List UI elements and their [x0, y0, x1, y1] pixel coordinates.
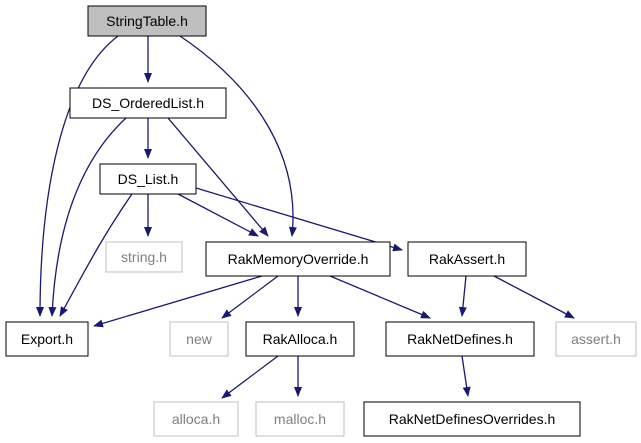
- node-label: DS_List.h: [118, 171, 179, 187]
- node-box: [87, 5, 207, 37]
- node-label: RakAssert.h: [429, 251, 505, 267]
- edge-rakassert-to-assert_h: [493, 275, 575, 319]
- node-box: [69, 87, 227, 119]
- node-box: [205, 241, 391, 277]
- node-label: RakNetDefines.h: [407, 331, 513, 347]
- node-box: [169, 321, 229, 357]
- edge-ds_list-to-rakassert: [195, 187, 403, 252]
- node-label: alloca.h: [172, 411, 220, 427]
- edge-ds_list-to-export: [59, 193, 133, 317]
- node-box: [407, 241, 527, 277]
- edge-raknetdefines-to-raknetdefinesoverrides: [461, 355, 471, 397]
- edge-rakmemoryoverride-to-new: [221, 275, 279, 319]
- nodes-layer: StringTable.hDS_OrderedList.hDS_List.hst…: [5, 5, 637, 437]
- edge-rakalloca-to-alloca_h: [221, 355, 279, 399]
- edge-stringtable-to-export: [36, 35, 119, 317]
- edge-ds_list-to-rakmemoryoverride: [177, 193, 259, 237]
- node-export[interactable]: Export.h: [5, 321, 89, 357]
- node-rakalloca[interactable]: RakAlloca.h: [245, 321, 355, 357]
- node-label: malloc.h: [274, 411, 326, 427]
- node-string-h: string.h: [105, 241, 183, 273]
- edge-rakmemoryoverride-to-raknetdefines: [329, 275, 431, 319]
- node-label: RakNetDefinesOverrides.h: [389, 411, 556, 427]
- node-assert-h: assert.h: [555, 321, 637, 357]
- node-ds-orderedlist[interactable]: DS_OrderedList.h: [69, 87, 227, 119]
- node-label: RakAlloca.h: [263, 331, 338, 347]
- node-box: [105, 241, 183, 273]
- edge-ds_orderedlist-to-export: [48, 117, 127, 317]
- node-alloca-h: alloca.h: [153, 401, 239, 437]
- node-label: RakMemoryOverride.h: [228, 251, 369, 267]
- node-box: [255, 401, 345, 437]
- edge-rakassert-to-raknetdefines: [458, 275, 467, 317]
- node-new: new: [169, 321, 229, 357]
- node-label: Export.h: [21, 331, 73, 347]
- edge-rakmemoryoverride-to-export: [93, 275, 263, 328]
- node-box: [153, 401, 239, 437]
- node-rakassert[interactable]: RakAssert.h: [407, 241, 527, 277]
- node-label: DS_OrderedList.h: [92, 95, 204, 111]
- node-label: assert.h: [571, 331, 621, 347]
- node-raknetdefines[interactable]: RakNetDefines.h: [385, 321, 535, 357]
- node-box: [363, 401, 581, 437]
- node-box: [5, 321, 89, 357]
- node-label: StringTable.h: [106, 13, 188, 29]
- node-malloc-h: malloc.h: [255, 401, 345, 437]
- node-stringtable[interactable]: StringTable.h: [87, 5, 207, 37]
- node-ds-list[interactable]: DS_List.h: [99, 163, 197, 195]
- node-raknetdefinesoverrides[interactable]: RakNetDefinesOverrides.h: [363, 401, 581, 437]
- node-box: [245, 321, 355, 357]
- node-label: new: [186, 331, 213, 347]
- edge-stringtable-to-rakmemoryoverride: [179, 35, 297, 237]
- node-label: string.h: [121, 249, 167, 265]
- edge-ds_orderedlist-to-rakmemoryoverride: [167, 117, 269, 237]
- node-box: [385, 321, 535, 357]
- node-box: [555, 321, 637, 357]
- node-box: [99, 163, 197, 195]
- edges-layer: [36, 35, 575, 399]
- node-rakmemoryoverride[interactable]: RakMemoryOverride.h: [205, 241, 391, 277]
